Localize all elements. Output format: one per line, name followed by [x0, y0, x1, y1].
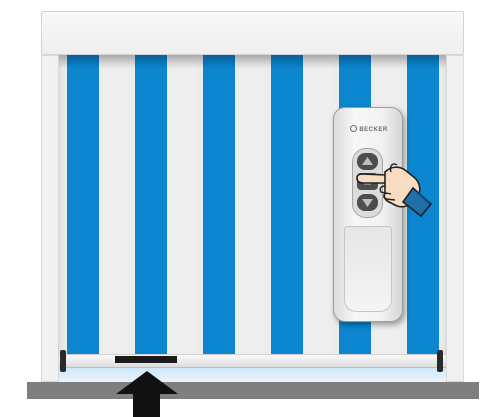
- fabric-shadow: [59, 55, 446, 69]
- brand-logo-icon: [350, 125, 357, 132]
- remote-brand-label: BECKER: [334, 125, 404, 133]
- obstacle-block: [115, 356, 177, 363]
- left-guide-rail: [41, 55, 59, 382]
- bottom-bar-left-cap: [60, 350, 66, 372]
- bottom-bar-right-cap: [437, 350, 443, 372]
- window-sill: [27, 382, 479, 399]
- pointing-hand-icon: [355, 148, 437, 228]
- right-guide-rail: [446, 55, 464, 382]
- blind-cassette: [41, 11, 464, 55]
- remote-lower-panel: [344, 226, 392, 312]
